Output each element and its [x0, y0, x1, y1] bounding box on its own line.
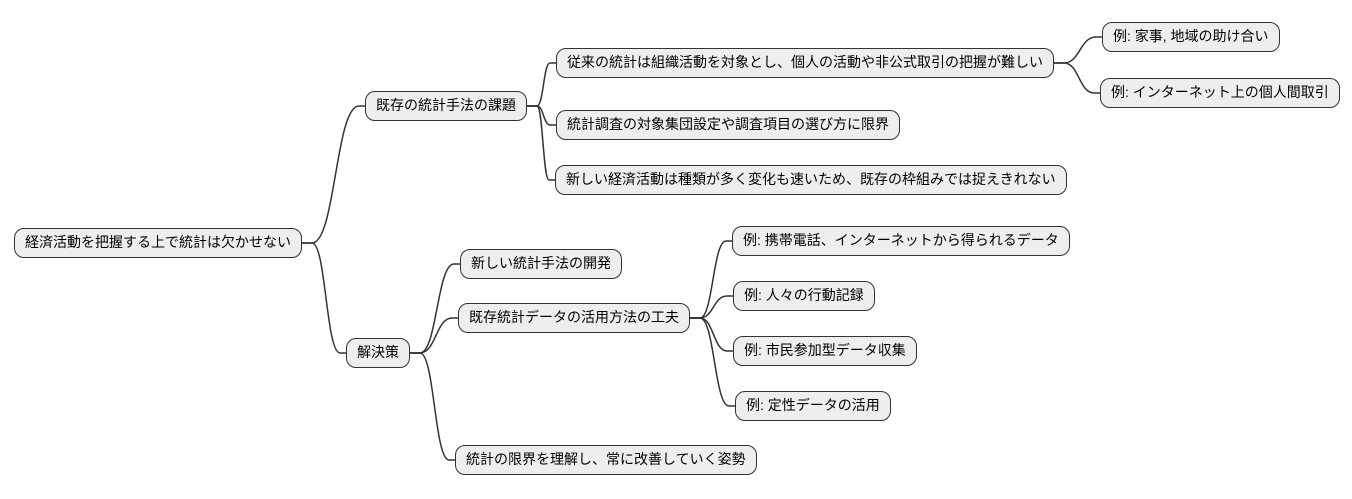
mindmap-node-example-p2p-transactions[interactable]: 例: インターネット上の個人間取引: [1100, 78, 1340, 108]
connector-line: [301, 242, 347, 354]
connector-line: [689, 317, 734, 352]
connector-line: [526, 105, 556, 181]
mindmap-node-understand-limits-attitude[interactable]: 統計の限界を理解し、常に改善していく姿勢: [455, 445, 757, 475]
connector-line: [1053, 36, 1103, 64]
mindmap-node-new-economic-activities[interactable]: 新しい経済活動は種類が多く変化も速いため、既存の枠組みでは捉えきれない: [555, 165, 1067, 195]
connector-line: [409, 263, 461, 354]
mindmap-node-example-citizen-data-collection[interactable]: 例: 市民参加型データ収集: [733, 336, 917, 366]
mindmap-node-root[interactable]: 経済活動を把握する上で統計は欠かせない: [14, 228, 302, 258]
mindmap-node-traditional-stats-limitation[interactable]: 従来の統計は組織活動を対象とし、個人の活動や非公式取引の把握が難しい: [556, 48, 1054, 78]
mindmap-node-new-methods-development[interactable]: 新しい統計手法の開発: [460, 249, 622, 279]
connector-line: [301, 105, 366, 244]
connector-line: [1053, 62, 1101, 94]
mindmap-node-existing-methods-issues[interactable]: 既存の統計手法の課題: [365, 91, 527, 121]
connector-line: [409, 317, 459, 354]
connector-line: [689, 295, 734, 319]
mindmap-node-example-behavior-records[interactable]: 例: 人々の行動記録: [733, 281, 875, 311]
connector-line: [409, 352, 456, 461]
mindmap-node-existing-data-utilization[interactable]: 既存統計データの活用方法の工夫: [458, 303, 690, 333]
mindmap-node-example-mobile-internet-data[interactable]: 例: 携帯電話、インターネットから得られるデータ: [732, 226, 1070, 256]
mindmap-node-survey-design-limits[interactable]: 統計調査の対象集団設定や調査項目の選び方に限界: [556, 110, 900, 140]
connector-line: [526, 62, 557, 107]
connector-line: [689, 317, 736, 407]
connector-line: [689, 240, 733, 319]
mindmap-node-solutions[interactable]: 解決策: [346, 338, 410, 368]
mindmap-node-example-qualitative-data[interactable]: 例: 定性データの活用: [735, 391, 891, 421]
mindmap-node-example-housework[interactable]: 例: 家事, 地域の助け合い: [1102, 22, 1280, 52]
connector-line: [526, 105, 557, 126]
